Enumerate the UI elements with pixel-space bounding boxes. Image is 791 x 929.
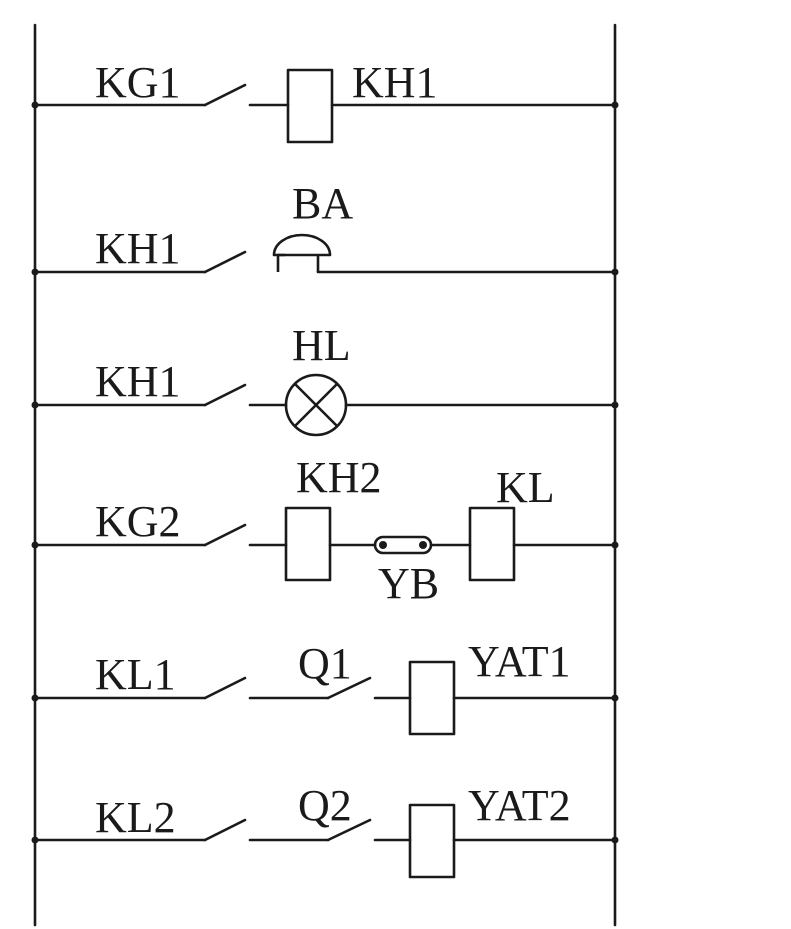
rung-6: KL2 Q2 YAT2	[31, 781, 619, 879]
bell-symbol	[272, 233, 332, 272]
link-symbol	[373, 535, 433, 555]
contact-label: KL2	[95, 793, 176, 842]
coil-label: KH1	[352, 58, 438, 107]
bell-label: BA	[292, 179, 353, 228]
contact-blade	[203, 83, 247, 107]
contact-blade	[326, 676, 372, 700]
lamp-symbol	[284, 373, 348, 437]
contact-blade	[326, 818, 372, 842]
contact-label: KH1	[95, 224, 181, 273]
coil-symbol	[408, 660, 456, 736]
contact-blade	[203, 250, 247, 274]
coil-symbol	[286, 68, 334, 144]
coil-label: KH2	[296, 453, 382, 502]
contact-label: KG1	[95, 58, 181, 107]
contact-blade	[203, 676, 247, 700]
contact-blade	[203, 383, 247, 407]
link-label: YB	[378, 559, 439, 608]
rung-4: KG2 KH2 YB KL	[31, 453, 619, 608]
coil-label: YAT2	[468, 781, 571, 830]
contact-blade	[203, 523, 247, 547]
rung-2: KH1 BA	[31, 179, 619, 276]
rung-5: KL1 Q1 YAT1	[31, 637, 619, 736]
coil-label: KL	[496, 463, 555, 512]
coil-symbol	[408, 803, 456, 879]
coil-label: YAT1	[468, 637, 571, 686]
rung-1: KG1 KH1	[31, 58, 619, 144]
contact-label: KG2	[95, 497, 181, 546]
contact-label: Q2	[298, 781, 352, 830]
contact-label: KH1	[95, 357, 181, 406]
lamp-label: HL	[292, 321, 351, 370]
contact-blade	[203, 818, 247, 842]
rung-3: KH1 HL	[31, 321, 619, 437]
contact-label: Q1	[298, 639, 352, 688]
coil-symbol	[284, 506, 332, 582]
contact-label: KL1	[95, 650, 176, 699]
coil-symbol	[468, 506, 516, 582]
